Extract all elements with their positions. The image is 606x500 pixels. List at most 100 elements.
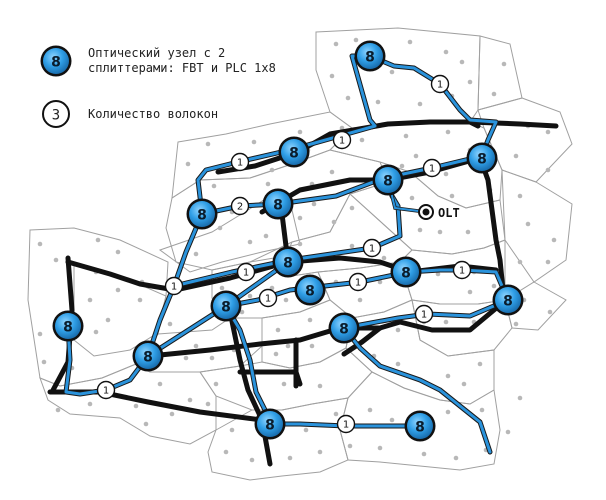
optical-node: 8 bbox=[210, 290, 242, 322]
optical-node: 8 bbox=[262, 188, 294, 220]
parcel-outline bbox=[501, 169, 573, 283]
house-dot bbox=[417, 227, 423, 233]
fiber-count-marker: 1 bbox=[430, 74, 450, 94]
house-dot bbox=[413, 153, 419, 159]
fiber-count-marker: 1 bbox=[422, 158, 442, 178]
house-dot bbox=[545, 259, 551, 265]
parcel-outline bbox=[315, 27, 481, 129]
fiber-count-value: 1 bbox=[171, 282, 177, 293]
fiber-count-value: 1 bbox=[103, 386, 109, 397]
house-dot bbox=[205, 141, 211, 147]
house-dot bbox=[407, 39, 413, 45]
optical-node-label: 8 bbox=[339, 322, 349, 338]
house-dot bbox=[403, 133, 409, 139]
house-dot bbox=[285, 343, 291, 349]
olt-label: OLT bbox=[438, 206, 460, 220]
fiber-count-value: 1 bbox=[243, 268, 249, 279]
house-dot bbox=[467, 289, 473, 295]
optical-node: 8 bbox=[372, 164, 404, 196]
house-dot bbox=[333, 411, 339, 417]
optical-node: 8 bbox=[354, 40, 386, 72]
house-dot bbox=[307, 317, 313, 323]
house-dot bbox=[545, 129, 551, 135]
house-dot bbox=[297, 129, 303, 135]
house-dot bbox=[525, 221, 531, 227]
house-dot bbox=[461, 381, 467, 387]
fiber-count-value: 1 bbox=[237, 158, 243, 169]
fiber-count-marker: 1 bbox=[332, 130, 352, 150]
house-dot bbox=[333, 41, 339, 47]
optical-node-label: 8 bbox=[221, 300, 231, 316]
optical-node-label: 8 bbox=[197, 208, 207, 224]
house-dot bbox=[317, 383, 323, 389]
optical-node-label: 8 bbox=[401, 266, 411, 282]
optical-node-label: 8 bbox=[415, 420, 425, 436]
optical-node-label: 8 bbox=[273, 198, 283, 214]
house-dot bbox=[331, 219, 337, 225]
house-dot bbox=[443, 319, 449, 325]
house-dot bbox=[53, 257, 59, 263]
house-dot bbox=[517, 259, 523, 265]
house-dot bbox=[303, 427, 309, 433]
optical-node: 8 bbox=[132, 340, 164, 372]
house-dot bbox=[275, 327, 281, 333]
optical-node-label: 8 bbox=[477, 152, 487, 168]
house-dot bbox=[309, 343, 315, 349]
house-dot bbox=[247, 293, 253, 299]
legend-node-icon: 8 bbox=[40, 45, 72, 77]
house-dot bbox=[193, 251, 199, 257]
house-dot bbox=[269, 167, 275, 173]
house-dot bbox=[453, 455, 459, 461]
house-dot bbox=[381, 255, 387, 261]
fiber-count-marker: 1 bbox=[348, 272, 368, 292]
house-dot bbox=[187, 397, 193, 403]
optical-node: 8 bbox=[294, 274, 326, 306]
house-dot bbox=[239, 309, 245, 315]
house-dot bbox=[211, 183, 217, 189]
house-dot bbox=[133, 403, 139, 409]
house-dot bbox=[249, 457, 255, 463]
house-dot bbox=[389, 69, 395, 75]
house-dot bbox=[41, 359, 47, 365]
house-dot bbox=[547, 309, 553, 315]
optical-node-label: 8 bbox=[265, 418, 275, 434]
house-dot bbox=[395, 327, 401, 333]
fiber-count-marker: 1 bbox=[258, 288, 278, 308]
parcel-outline bbox=[199, 347, 373, 411]
house-dot bbox=[345, 95, 351, 101]
house-dot bbox=[347, 443, 353, 449]
fiber-count-marker: 1 bbox=[362, 238, 382, 258]
house-dot bbox=[395, 361, 401, 367]
house-dot bbox=[513, 153, 519, 159]
house-dot bbox=[297, 215, 303, 221]
house-dot bbox=[263, 233, 269, 239]
house-dot bbox=[409, 195, 415, 201]
legend-count-symbol: 3 bbox=[52, 108, 60, 124]
house-dot bbox=[517, 395, 523, 401]
optical-node-label: 8 bbox=[305, 284, 315, 300]
house-dot bbox=[205, 401, 211, 407]
fiber-count-marker: 2 bbox=[230, 196, 250, 216]
house-dot bbox=[339, 125, 345, 131]
house-dot bbox=[449, 193, 455, 199]
house-dot bbox=[269, 285, 275, 291]
house-dot bbox=[421, 451, 427, 457]
optical-node-label: 8 bbox=[289, 146, 299, 162]
optical-node: 8 bbox=[466, 142, 498, 174]
house-dot bbox=[287, 455, 293, 461]
house-dot bbox=[281, 381, 287, 387]
optical-node: 8 bbox=[492, 284, 524, 316]
house-dot bbox=[359, 137, 365, 143]
house-dot bbox=[105, 317, 111, 323]
house-dot bbox=[223, 449, 229, 455]
house-dot bbox=[477, 361, 483, 367]
house-dot bbox=[349, 205, 355, 211]
optical-node: 8 bbox=[254, 408, 286, 440]
house-dot bbox=[399, 163, 405, 169]
parcel-outline bbox=[207, 397, 349, 481]
house-dot bbox=[185, 161, 191, 167]
house-dot bbox=[349, 243, 355, 249]
parcel-outline bbox=[477, 35, 523, 111]
house-dot bbox=[377, 445, 383, 451]
